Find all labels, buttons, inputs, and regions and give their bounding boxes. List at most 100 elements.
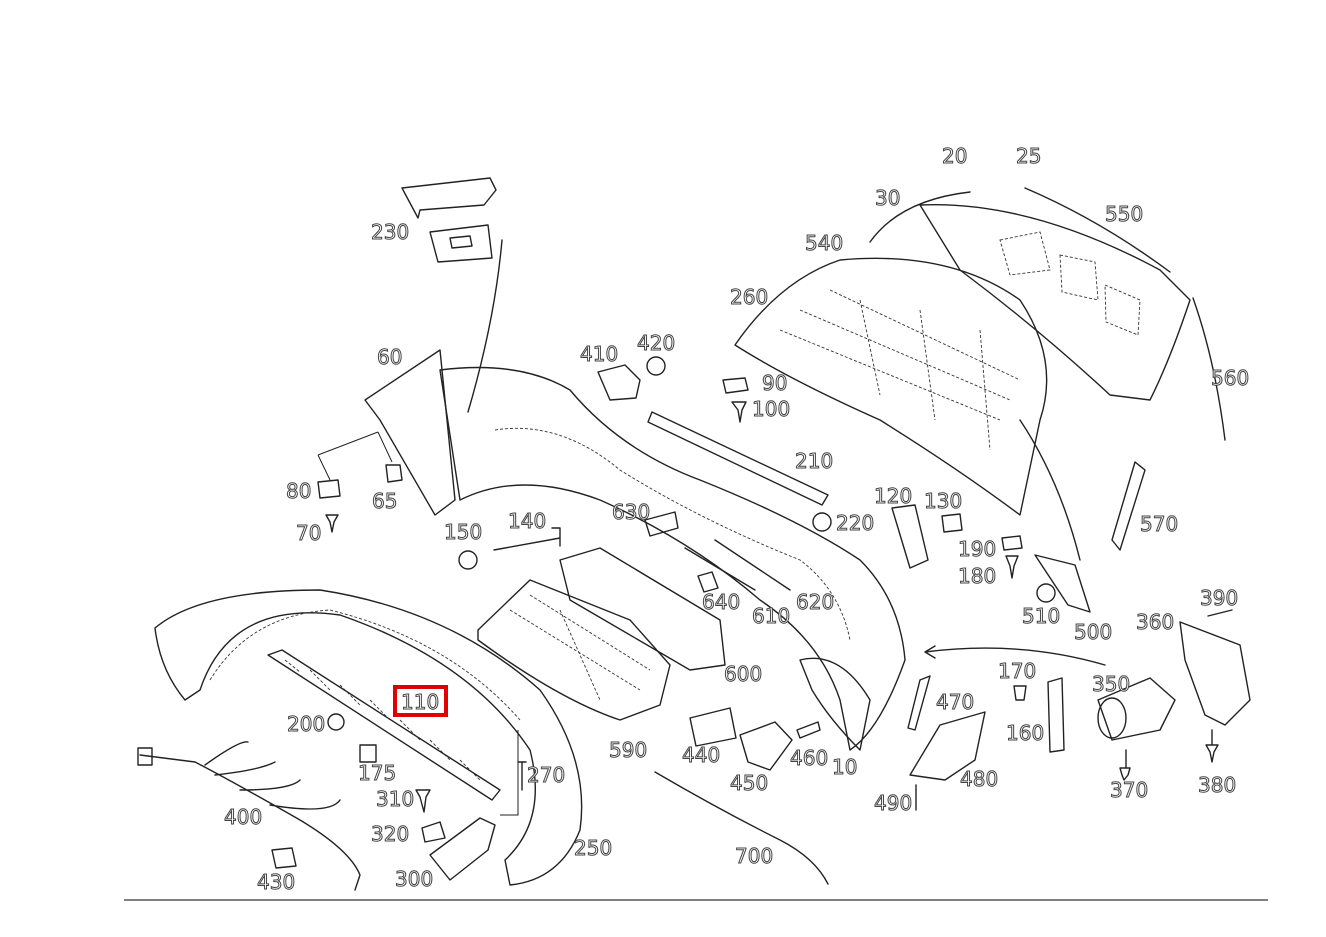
callout-labels: 20 25 30 550 540 230 260 560 60 410 420 … (224, 144, 1250, 895)
callout-250[interactable]: 250 (574, 836, 613, 861)
part-630-bracket (644, 511, 679, 537)
callout-60[interactable]: 60 (377, 345, 403, 370)
callout-220[interactable]: 220 (836, 511, 875, 536)
callout-310[interactable]: 310 (376, 787, 415, 812)
part-700-strip (654, 771, 829, 885)
callout-10[interactable]: 10 (832, 755, 858, 780)
callout-470[interactable]: 470 (936, 690, 975, 715)
part-80-nut (317, 479, 341, 499)
callout-640[interactable]: 640 (702, 590, 741, 615)
callout-180[interactable]: 180 (958, 564, 997, 589)
callout-590[interactable]: 590 (609, 738, 648, 763)
part-450-bracket (739, 721, 793, 771)
callout-700[interactable]: 700 (735, 844, 774, 869)
callout-620[interactable]: 620 (796, 590, 835, 615)
callout-230[interactable]: 230 (371, 220, 410, 245)
part-260-frame (734, 257, 1048, 516)
callout-420[interactable]: 420 (637, 331, 676, 356)
callout-200[interactable]: 200 (287, 712, 326, 737)
callout-480[interactable]: 480 (960, 767, 999, 792)
callout-140[interactable]: 140 (508, 509, 547, 534)
callout-430[interactable]: 430 (257, 870, 296, 895)
part-610-wire (684, 547, 756, 591)
leader-80-65 (317, 431, 393, 481)
callout-160[interactable]: 160 (1006, 721, 1045, 746)
callout-20[interactable]: 20 (942, 144, 968, 169)
highlight-box-110 (393, 685, 448, 717)
callout-600[interactable]: 600 (724, 662, 763, 687)
part-230-lower (429, 224, 493, 263)
callout-380[interactable]: 380 (1198, 773, 1237, 798)
callout-540[interactable]: 540 (805, 231, 844, 256)
callout-100[interactable]: 100 (752, 397, 791, 422)
callout-350[interactable]: 350 (1092, 672, 1131, 697)
part-400-harness (139, 741, 361, 891)
callout-260[interactable]: 260 (730, 285, 769, 310)
part-drawings (137, 177, 1251, 891)
part-main-cover (439, 366, 906, 751)
part-65-clip (385, 464, 403, 483)
callout-390[interactable]: 390 (1200, 586, 1239, 611)
part-110-bar (267, 649, 501, 801)
callout-410[interactable]: 410 (580, 342, 619, 367)
callout-320[interactable]: 320 (371, 822, 410, 847)
part-540-vents (999, 231, 1141, 336)
callout-510[interactable]: 510 (1022, 604, 1061, 629)
part-350-tailpipe (1097, 677, 1176, 741)
callout-630[interactable]: 630 (612, 500, 651, 525)
part-130-plug (941, 513, 963, 533)
callout-80[interactable]: 80 (286, 479, 312, 504)
callout-490[interactable]: 490 (874, 791, 913, 816)
part-150-disc (458, 550, 478, 570)
callout-190[interactable]: 190 (958, 537, 997, 562)
part-590-undertray (477, 579, 671, 721)
callout-300[interactable]: 300 (395, 867, 434, 892)
callout-450[interactable]: 450 (730, 771, 769, 796)
part-390-pin (1207, 609, 1233, 617)
callout-70[interactable]: 70 (296, 521, 322, 546)
callout-170[interactable]: 170 (998, 659, 1037, 684)
callout-65[interactable]: 65 (372, 489, 398, 514)
part-600-bracket (559, 547, 726, 671)
callout-30[interactable]: 30 (875, 186, 901, 211)
part-30-strip (869, 191, 971, 243)
callout-90[interactable]: 90 (762, 371, 788, 396)
part-620-wire (714, 539, 791, 591)
callout-460[interactable]: 460 (790, 746, 829, 771)
callout-400[interactable]: 400 (224, 805, 263, 830)
part-640-sensor (697, 571, 719, 593)
callout-150[interactable]: 150 (444, 520, 483, 545)
leader-270 (500, 730, 519, 816)
part-100-screw (731, 401, 747, 423)
part-60-bracket (364, 349, 456, 516)
part-510-cap (1036, 583, 1056, 603)
part-300-bracket (429, 817, 496, 881)
callout-550[interactable]: 550 (1105, 202, 1144, 227)
callout-560[interactable]: 560 (1211, 366, 1250, 391)
part-380-screw (1205, 729, 1219, 763)
callout-500[interactable]: 500 (1074, 620, 1113, 645)
callout-175[interactable]: 175 (358, 761, 397, 786)
part-560-side (1192, 297, 1226, 441)
callout-270[interactable]: 270 (527, 763, 566, 788)
part-310-screw (415, 789, 431, 813)
callout-360[interactable]: 360 (1136, 610, 1175, 635)
callout-440[interactable]: 440 (682, 743, 721, 768)
callout-110[interactable]: 110 (401, 690, 440, 715)
callout-25[interactable]: 25 (1016, 144, 1042, 169)
callout-130[interactable]: 130 (924, 489, 963, 514)
part-230-upper (401, 177, 497, 219)
part-540-diffuser (919, 203, 1191, 401)
part-570-reflector (1111, 461, 1146, 551)
callout-610[interactable]: 610 (752, 604, 791, 629)
part-70-screw (325, 514, 339, 533)
callout-120[interactable]: 120 (874, 484, 913, 509)
part-500-holder (1034, 554, 1091, 613)
part-320-nut (421, 821, 446, 843)
part-410-sensor (597, 364, 641, 401)
callout-210[interactable]: 210 (795, 449, 834, 474)
callout-370[interactable]: 370 (1110, 778, 1149, 803)
part-170-clip (1013, 685, 1027, 701)
callout-570[interactable]: 570 (1140, 512, 1179, 537)
part-420-ring (646, 356, 666, 376)
